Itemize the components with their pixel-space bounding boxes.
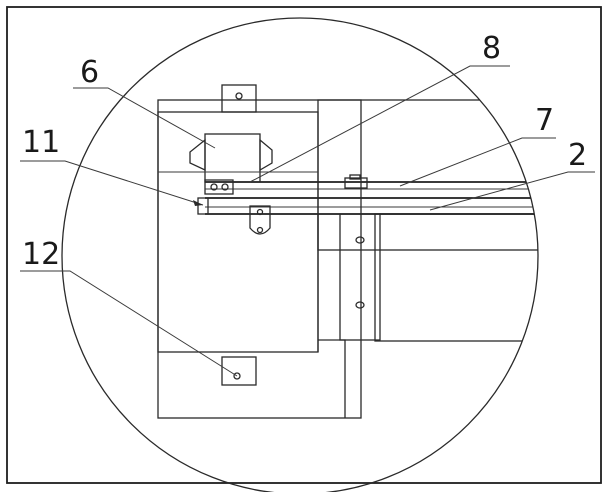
bracket-bolt-lower [355, 301, 365, 309]
rail-connector [344, 177, 368, 189]
leader-11 [20, 160, 204, 206]
leader-lines [20, 65, 595, 377]
plate-step [318, 339, 346, 418]
part-11-end-cap [197, 197, 209, 215]
rail-connector-top [349, 174, 361, 180]
leader-6 [73, 87, 216, 149]
leader-12 [20, 270, 238, 377]
bracket-hole-top [256, 208, 264, 216]
detail-circle [61, 17, 539, 492]
inner-panel [157, 111, 319, 353]
block-ear-left [189, 138, 206, 172]
callout-12: 12 [22, 237, 60, 272]
callout-8: 8 [482, 31, 501, 66]
bottom-tab [221, 356, 257, 386]
top-tab-hole [235, 92, 243, 100]
clamp-hole-a [210, 183, 218, 191]
part-8-clamp [204, 179, 234, 195]
bracket-bolt-upper [355, 236, 365, 244]
bracket-hole-bottom [256, 226, 264, 234]
bottom-tab-hole [233, 372, 241, 380]
callout-7: 7 [535, 103, 554, 138]
vertical-bracket [339, 213, 381, 341]
leader-7 [399, 137, 556, 187]
leader-2 [429, 171, 595, 211]
part-6-block [204, 133, 261, 183]
outer-frame [6, 6, 602, 484]
clipped-parts [205, 99, 538, 342]
clamp-hole-b [221, 183, 229, 191]
callout-2: 2 [568, 138, 587, 173]
callout-11: 11 [22, 125, 60, 160]
block-ear-right [259, 138, 273, 172]
lower-rail-body [374, 213, 538, 342]
hanging-bracket [249, 205, 271, 235]
leader-8 [249, 65, 510, 183]
top-tab [221, 84, 257, 113]
callout-6: 6 [80, 55, 99, 90]
arrow-11 [193, 200, 203, 206]
